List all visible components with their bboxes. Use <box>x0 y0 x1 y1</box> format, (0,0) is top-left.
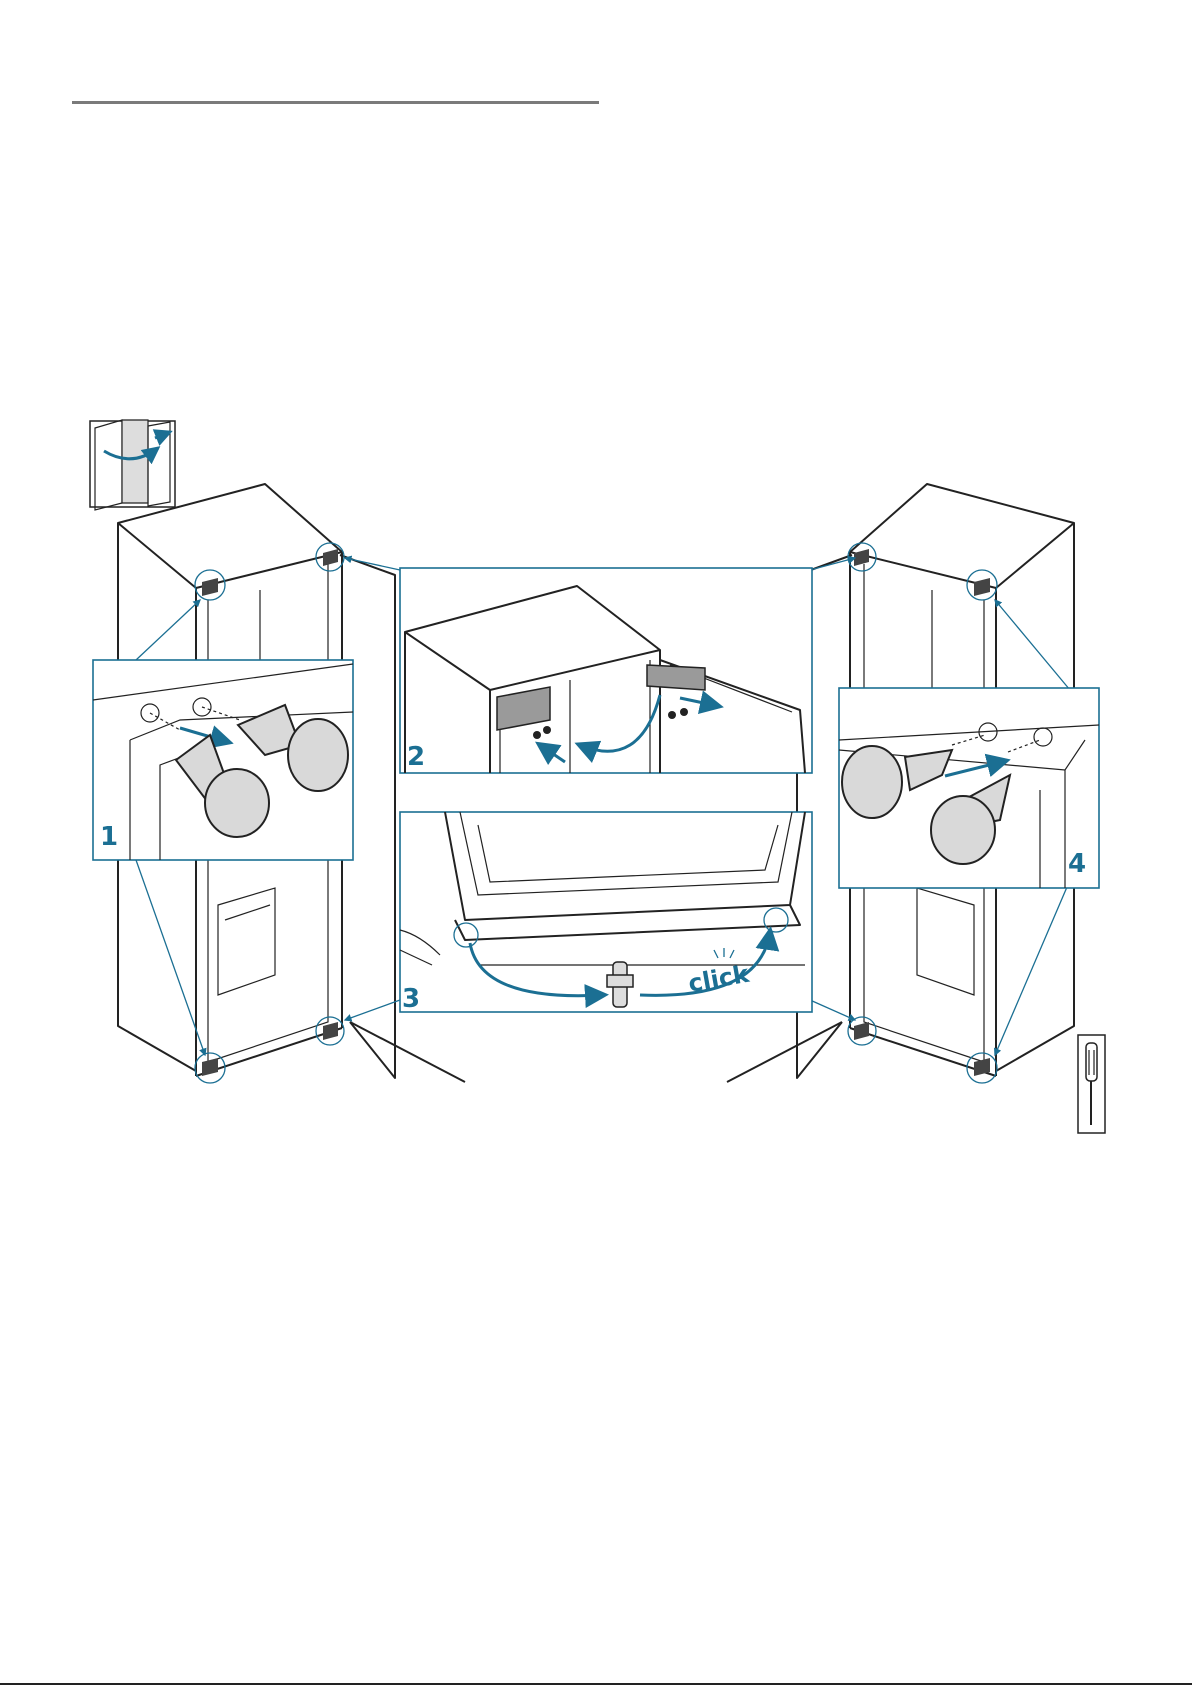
step-3-number: 3 <box>402 984 420 1014</box>
step-1-panel: 1 <box>93 660 353 860</box>
step-4-number: 4 <box>1068 849 1086 879</box>
door-reversal-icon <box>90 420 175 510</box>
step-2-number: 2 <box>407 742 425 772</box>
step-4-panel: 4 <box>839 688 1099 888</box>
step-3-panel: click 3 <box>400 812 812 1014</box>
step-2-panel: 2 <box>400 568 812 773</box>
step-1-number: 1 <box>100 822 118 852</box>
screwdriver-icon <box>1078 1035 1105 1133</box>
